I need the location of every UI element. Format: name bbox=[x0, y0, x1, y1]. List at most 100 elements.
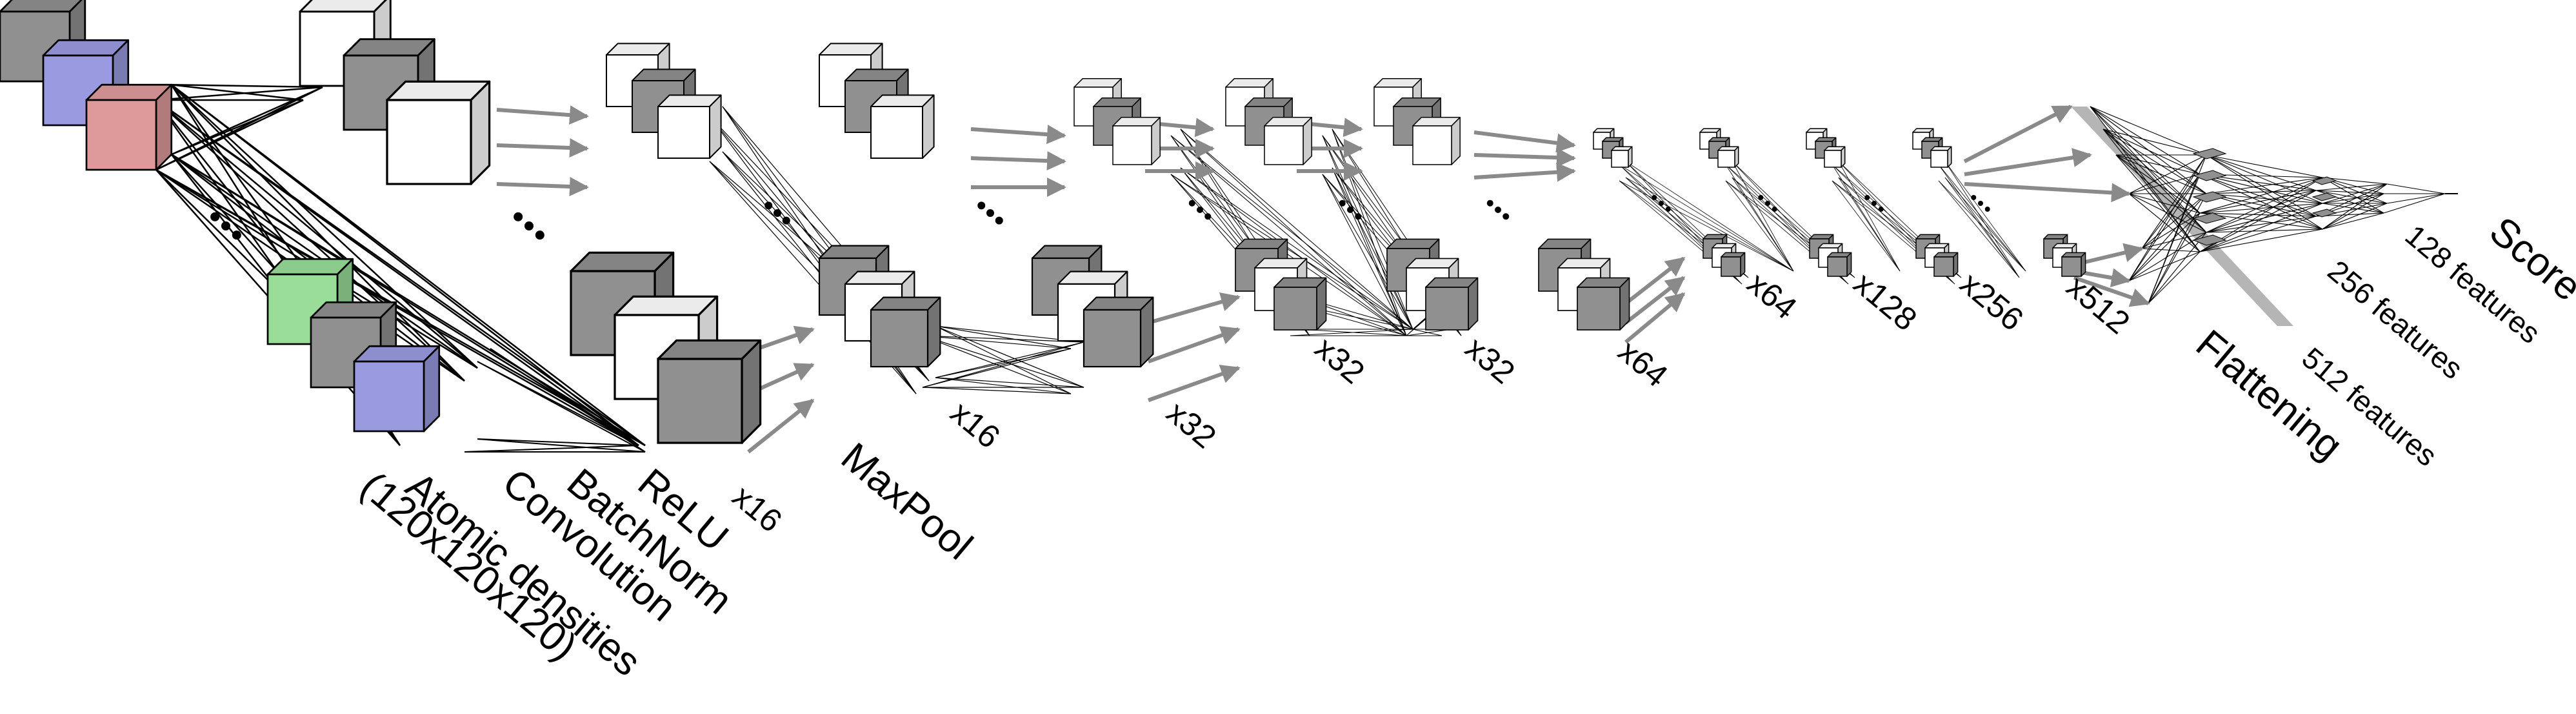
conv-output-cube bbox=[353, 345, 441, 433]
dense-node bbox=[2192, 148, 2227, 159]
flow-arrow bbox=[1147, 364, 1241, 402]
ellipsis-dot bbox=[1659, 201, 1664, 206]
input-cube bbox=[42, 39, 130, 127]
label-maxpool: MaxPool bbox=[833, 434, 981, 569]
flow-arrow bbox=[1624, 256, 1686, 305]
ellipsis-dot bbox=[1878, 207, 1884, 212]
ellipsis-dot bbox=[1347, 207, 1353, 213]
feature-cube bbox=[1721, 252, 1746, 277]
flow-arrows bbox=[496, 105, 2150, 454]
ellipsis-dot bbox=[1486, 199, 1493, 207]
feature-cube bbox=[1112, 117, 1161, 165]
feature-cube bbox=[870, 94, 935, 159]
dense-node bbox=[2311, 192, 2337, 201]
flow-arrow bbox=[1473, 162, 1576, 182]
ellipsis-dot bbox=[1495, 207, 1501, 213]
flow-arrow bbox=[747, 398, 815, 454]
feature-cube bbox=[2061, 252, 2086, 277]
convolution-web bbox=[464, 348, 646, 453]
feature-cube bbox=[1824, 146, 1846, 168]
flow-arrow bbox=[496, 138, 589, 158]
feature-cube bbox=[1717, 146, 1739, 168]
input-cube bbox=[85, 83, 173, 171]
flow-arrow bbox=[1148, 292, 1241, 325]
feature-cube bbox=[1273, 277, 1327, 331]
convolution-web bbox=[1938, 161, 2026, 278]
ellipsis-dot bbox=[524, 221, 534, 230]
flow-arrow bbox=[1624, 276, 1686, 325]
ellipsis-dot bbox=[1197, 207, 1203, 213]
feature-cube bbox=[1930, 146, 1952, 168]
flow-arrow bbox=[1473, 130, 1576, 153]
ellipsis-dot bbox=[1765, 201, 1770, 206]
feature-cube bbox=[657, 339, 762, 444]
multiplier-label: x64 bbox=[1741, 265, 1804, 327]
feature-cube bbox=[1933, 252, 1959, 277]
ellipsis-dot bbox=[1339, 199, 1346, 207]
layer-cubes bbox=[0, 0, 2337, 444]
flow-arrow bbox=[1473, 148, 1576, 168]
multiplier-label: x128 bbox=[1847, 265, 1924, 338]
multiplier-label: x16 bbox=[944, 394, 1007, 456]
feature-cube bbox=[1083, 296, 1154, 368]
feature-cube bbox=[1425, 277, 1479, 331]
feature-cube bbox=[1827, 252, 1852, 277]
dense-node bbox=[2192, 234, 2227, 246]
label-flattening: Flattening bbox=[2188, 321, 2351, 469]
multiplier-label: x32 bbox=[1160, 394, 1223, 456]
ellipsis-dot bbox=[986, 209, 994, 217]
ellipsis-dot bbox=[232, 230, 241, 240]
ellipsis-dot bbox=[1503, 213, 1510, 220]
flow-arrow bbox=[496, 105, 589, 125]
ellipsis-dot bbox=[1772, 207, 1777, 212]
multiplier-label: x64 bbox=[1612, 333, 1675, 394]
ellipsis-dot bbox=[1978, 201, 1983, 206]
flow-arrow bbox=[1964, 182, 2131, 203]
flow-arrow bbox=[1624, 292, 1686, 344]
feature-cube bbox=[870, 296, 941, 368]
ellipsis-dot bbox=[1758, 194, 1764, 200]
convolution-web bbox=[1619, 161, 1794, 285]
ellipsis-dot bbox=[1872, 201, 1877, 206]
feature-cube bbox=[1611, 146, 1633, 168]
ellipsis-dot bbox=[782, 216, 790, 225]
flow-arrow bbox=[970, 151, 1066, 171]
ellipsis-dot bbox=[1204, 213, 1212, 220]
ellipsis-dot bbox=[1984, 207, 1990, 212]
ellipsis-dot bbox=[514, 212, 523, 221]
ellipsis-dot bbox=[535, 230, 544, 240]
flow-arrow bbox=[2073, 276, 2150, 307]
feature-cube bbox=[1412, 117, 1461, 165]
ellipsis-dot bbox=[774, 209, 781, 217]
ellipsis-dot bbox=[764, 201, 773, 210]
dense-node bbox=[2192, 191, 2227, 203]
ellipsis-dot bbox=[221, 221, 230, 230]
ellipsis-dot bbox=[995, 216, 1003, 225]
convolution-web bbox=[2315, 177, 2388, 230]
ellipsis-dot bbox=[210, 212, 220, 221]
feature-cube bbox=[1577, 277, 1630, 331]
flow-arrow bbox=[496, 177, 589, 197]
feature-cube bbox=[1699, 128, 1721, 150]
ellipsis-dot bbox=[977, 201, 986, 210]
multiplier-label: x32 bbox=[1459, 330, 1522, 391]
flow-arrow bbox=[1964, 148, 2092, 176]
dense-node bbox=[2311, 209, 2337, 218]
convolution-web bbox=[2199, 154, 2323, 252]
dense-node bbox=[2192, 170, 2227, 181]
feature-cube bbox=[1264, 117, 1312, 165]
ellipsis-dot bbox=[1864, 194, 1870, 200]
flow-arrow bbox=[1963, 105, 2073, 163]
ellipsis-dot bbox=[1188, 199, 1195, 207]
flow-arrow bbox=[970, 125, 1066, 145]
feature-cube bbox=[657, 94, 722, 159]
feature-cube bbox=[386, 80, 491, 185]
multiplier-label: x32 bbox=[1308, 330, 1372, 391]
convolution-web bbox=[2383, 183, 2446, 214]
dense-node bbox=[2192, 212, 2227, 224]
ellipsis-dot bbox=[1971, 194, 1977, 200]
multiplier-label: x256 bbox=[1953, 265, 2030, 338]
ellipsis-dot bbox=[1665, 207, 1671, 212]
ellipsis-dot bbox=[1652, 194, 1657, 200]
